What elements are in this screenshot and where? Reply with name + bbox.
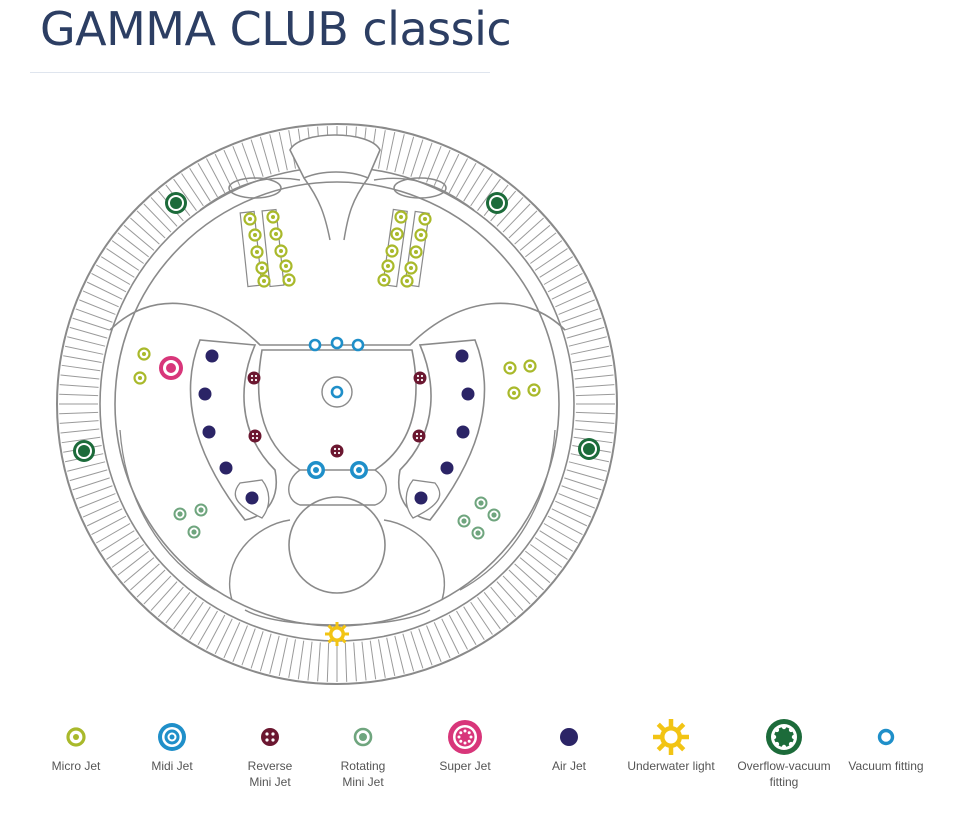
headrest-shape [289,134,381,180]
underwater-light-icon [616,716,726,758]
legend-item-underwater-light: Underwater light [616,716,726,774]
legend-label: Air Jet [551,759,586,773]
legend-label: Reverse Mini Jet [247,759,293,789]
vacuum-fitting-icon [831,716,941,758]
midi-jet-icon [117,716,227,758]
super-jet [159,356,183,380]
legend-item-overflow-vacuum-fitting: Overflow-vacuum fitting [729,716,839,790]
legend-item-micro-jet: Micro Jet [21,716,131,774]
legend-label: Underwater light [627,759,715,773]
page-title: GAMMA CLUB classic [40,2,512,56]
legend-item-rotating-mini-jet: Rotating Mini Jet [308,716,418,790]
legend-label: Rotating Mini Jet [340,759,386,789]
reverse-mini-jet-icon [215,716,325,758]
right-lounger [398,339,486,521]
super-jet-icon [410,716,520,758]
air-jet-icon [514,716,624,758]
footwell [288,496,386,594]
underwater-light [325,622,349,646]
legend-item-air-jet: Air Jet [514,716,624,774]
micro-jet-icon [21,716,131,758]
spa-outer-rim [56,123,618,685]
legend-label: Vacuum fitting [848,759,924,773]
spa-layout-diagram [56,123,618,685]
title-divider [30,72,490,73]
legend-label: Midi Jet [151,759,193,773]
legend-item-vacuum-fitting: Vacuum fitting [831,716,941,774]
legend-item-midi-jet: Midi Jet [117,716,227,774]
center-drain-ring [321,376,353,408]
micro-jets-top [243,210,432,288]
legend-label: Micro Jet [51,759,101,773]
legend-label: Super Jet [439,759,491,773]
rotating-mini-jet-icon [308,716,418,758]
legend-item-reverse-mini-jet: Reverse Mini Jet [215,716,325,790]
left-lounger [189,339,277,521]
rotating-mini-jets [173,496,501,540]
legend: Micro Jet Midi Jet Reverse Mini Jet Rota… [0,716,956,806]
overflow-vacuum-icon [729,716,839,758]
legend-item-super-jet: Super Jet [410,716,520,774]
legend-label: Overflow-vacuum fitting [737,759,831,789]
